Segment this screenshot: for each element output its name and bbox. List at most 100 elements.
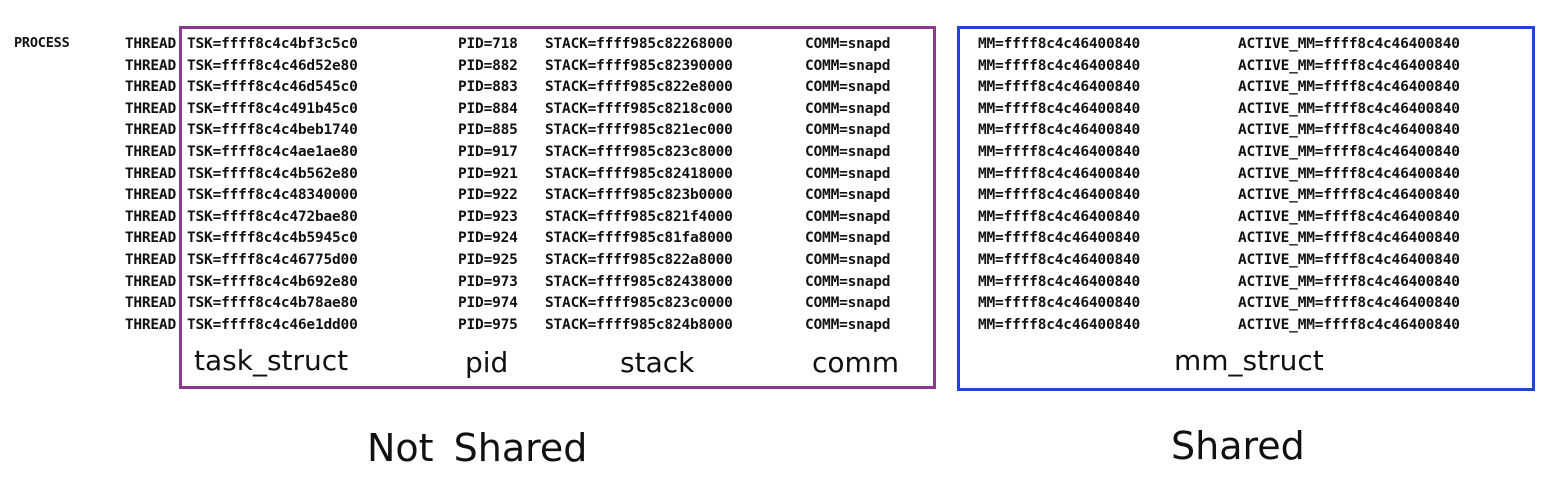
comm-value: COMM=snapd <box>805 100 891 117</box>
stack-value: STACK=ffff985c81fa8000 <box>545 230 733 247</box>
mm-value: MM=ffff8c4c46400840 <box>978 208 1141 225</box>
mm-value: MM=ffff8c4c46400840 <box>978 122 1141 139</box>
stack-value: STACK=ffff985c822e8000 <box>545 79 733 96</box>
pid-value: PID=924 <box>458 230 518 247</box>
stack-value: STACK=ffff985c8218c000 <box>545 100 733 117</box>
pid-value: PID=883 <box>458 79 518 96</box>
comm-value: COMM=snapd <box>805 122 891 139</box>
thread-label: THREAD <box>124 295 176 312</box>
pid-value: PID=718 <box>458 36 518 52</box>
stack-value: STACK=ffff985c82390000 <box>545 57 733 74</box>
pid-value: PID=882 <box>458 57 518 74</box>
active-mm-value: ACTIVE_MM=ffff8c4c46400840 <box>1238 273 1460 290</box>
active-mm-value: ACTIVE_MM=ffff8c4c46400840 <box>1238 165 1460 182</box>
thread-label: THREAD <box>124 79 176 96</box>
pid-value: PID=975 <box>458 316 518 333</box>
tsk-value: TSK=ffff8c4c46d52e80 <box>187 57 358 74</box>
stack-value: STACK=ffff985c82438000 <box>545 273 733 290</box>
mm-value: MM=ffff8c4c46400840 <box>978 295 1141 312</box>
comm-value: COMM=snapd <box>805 295 891 312</box>
comm-value: COMM=snapd <box>805 36 891 52</box>
stack-value: STACK=ffff985c82418000 <box>545 165 733 182</box>
not-shared-caption: Not Shared <box>367 426 588 470</box>
mm-value: MM=ffff8c4c46400840 <box>978 230 1141 247</box>
thread-label: THREAD <box>124 251 176 268</box>
comm-value: COMM=snapd <box>805 79 891 96</box>
mm-value: MM=ffff8c4c46400840 <box>978 187 1141 204</box>
pid-value: PID=921 <box>458 165 518 182</box>
pid-value: PID=885 <box>458 122 518 139</box>
thread-label-column: THREAD THREAD THREAD THREAD THREAD THREAD THRE… <box>100 34 176 336</box>
tsk-value: TSK=ffff8c4c4b562e80 <box>187 165 358 182</box>
comm-value: COMM=snapd <box>805 316 891 333</box>
stack-value: STACK=ffff985c821f4000 <box>545 208 733 225</box>
shared-box <box>957 26 1535 391</box>
thread-label: THREAD <box>124 36 176 52</box>
mm-value: MM=ffff8c4c46400840 <box>978 79 1141 96</box>
active-mm-value: ACTIVE_MM=ffff8c4c46400840 <box>1238 208 1460 225</box>
pid-value: PID=917 <box>458 143 518 160</box>
pid-value: PID=884 <box>458 100 518 117</box>
task-struct-label: task_struct <box>194 344 349 377</box>
tsk-value: TSK=ffff8c4c472bae80 <box>187 208 358 225</box>
active-mm-value: ACTIVE_MM=ffff8c4c46400840 <box>1238 57 1460 74</box>
active-mm-value: ACTIVE_MM=ffff8c4c46400840 <box>1238 295 1460 312</box>
mm-value: MM=ffff8c4c46400840 <box>978 316 1141 333</box>
active-mm-value: ACTIVE_MM=ffff8c4c46400840 <box>1238 187 1460 204</box>
stack-value: STACK=ffff985c821ec000 <box>545 122 733 139</box>
active-mm-value: ACTIVE_MM=ffff8c4c46400840 <box>1238 36 1460 52</box>
pid-value: PID=974 <box>458 295 518 312</box>
active-mm-value: ACTIVE_MM=ffff8c4c46400840 <box>1238 122 1460 139</box>
comm-value: COMM=snapd <box>805 143 891 160</box>
mm-value: MM=ffff8c4c46400840 <box>978 273 1141 290</box>
thread-label: THREAD <box>124 143 176 160</box>
stack-label: stack <box>620 346 695 379</box>
comm-value: COMM=snapd <box>805 273 891 290</box>
thread-label: THREAD <box>124 316 176 333</box>
mm-value: MM=ffff8c4c46400840 <box>978 143 1141 160</box>
thread-label: THREAD <box>124 273 176 290</box>
thread-label: THREAD <box>124 122 176 139</box>
active-mm-value: ACTIVE_MM=ffff8c4c46400840 <box>1238 251 1460 268</box>
thread-label: THREAD <box>124 230 176 247</box>
comm-value: COMM=snapd <box>805 230 891 247</box>
stack-value: STACK=ffff985c823c0000 <box>545 295 733 312</box>
thread-label: THREAD <box>124 208 176 225</box>
tsk-value: TSK=ffff8c4c4bf3c5c0 <box>187 36 358 52</box>
active-mm-value: ACTIVE_MM=ffff8c4c46400840 <box>1238 79 1460 96</box>
mm-value: MM=ffff8c4c46400840 <box>978 57 1141 74</box>
not-shared-box <box>179 26 936 389</box>
stack-value: STACK=ffff985c82268000 <box>545 36 733 52</box>
stack-value: STACK=ffff985c822a8000 <box>545 251 733 268</box>
comm-label: comm <box>812 346 900 379</box>
pid-value: PID=922 <box>458 187 518 204</box>
pid-value: PID=973 <box>458 273 518 290</box>
mm-value: MM=ffff8c4c46400840 <box>978 36 1141 52</box>
comm-value: COMM=snapd <box>805 251 891 268</box>
tsk-value: TSK=ffff8c4c4ae1ae80 <box>187 143 358 160</box>
mm-value: MM=ffff8c4c46400840 <box>978 251 1141 268</box>
active-mm-value: ACTIVE_MM=ffff8c4c46400840 <box>1238 316 1460 333</box>
pid-label: pid <box>465 346 509 379</box>
pid-value: PID=923 <box>458 208 518 225</box>
tsk-value: TSK=ffff8c4c4beb1740 <box>187 122 358 139</box>
thread-label: THREAD <box>124 100 176 117</box>
mm-value: MM=ffff8c4c46400840 <box>978 165 1141 182</box>
mm-struct-label: mm_struct <box>1174 344 1324 377</box>
active-mm-value: ACTIVE_MM=ffff8c4c46400840 <box>1238 230 1460 247</box>
comm-value: COMM=snapd <box>805 57 891 74</box>
stack-value: STACK=ffff985c823c8000 <box>545 143 733 160</box>
thread-label: THREAD <box>124 165 176 182</box>
comm-value: COMM=snapd <box>805 187 891 204</box>
process-label: PROCESS <box>14 35 70 51</box>
comm-value: COMM=snapd <box>805 208 891 225</box>
comm-value: COMM=snapd <box>805 165 891 182</box>
stack-value: STACK=ffff985c824b8000 <box>545 316 733 333</box>
pid-value: PID=925 <box>458 251 518 268</box>
active-mm-value: ACTIVE_MM=ffff8c4c46400840 <box>1238 143 1460 160</box>
